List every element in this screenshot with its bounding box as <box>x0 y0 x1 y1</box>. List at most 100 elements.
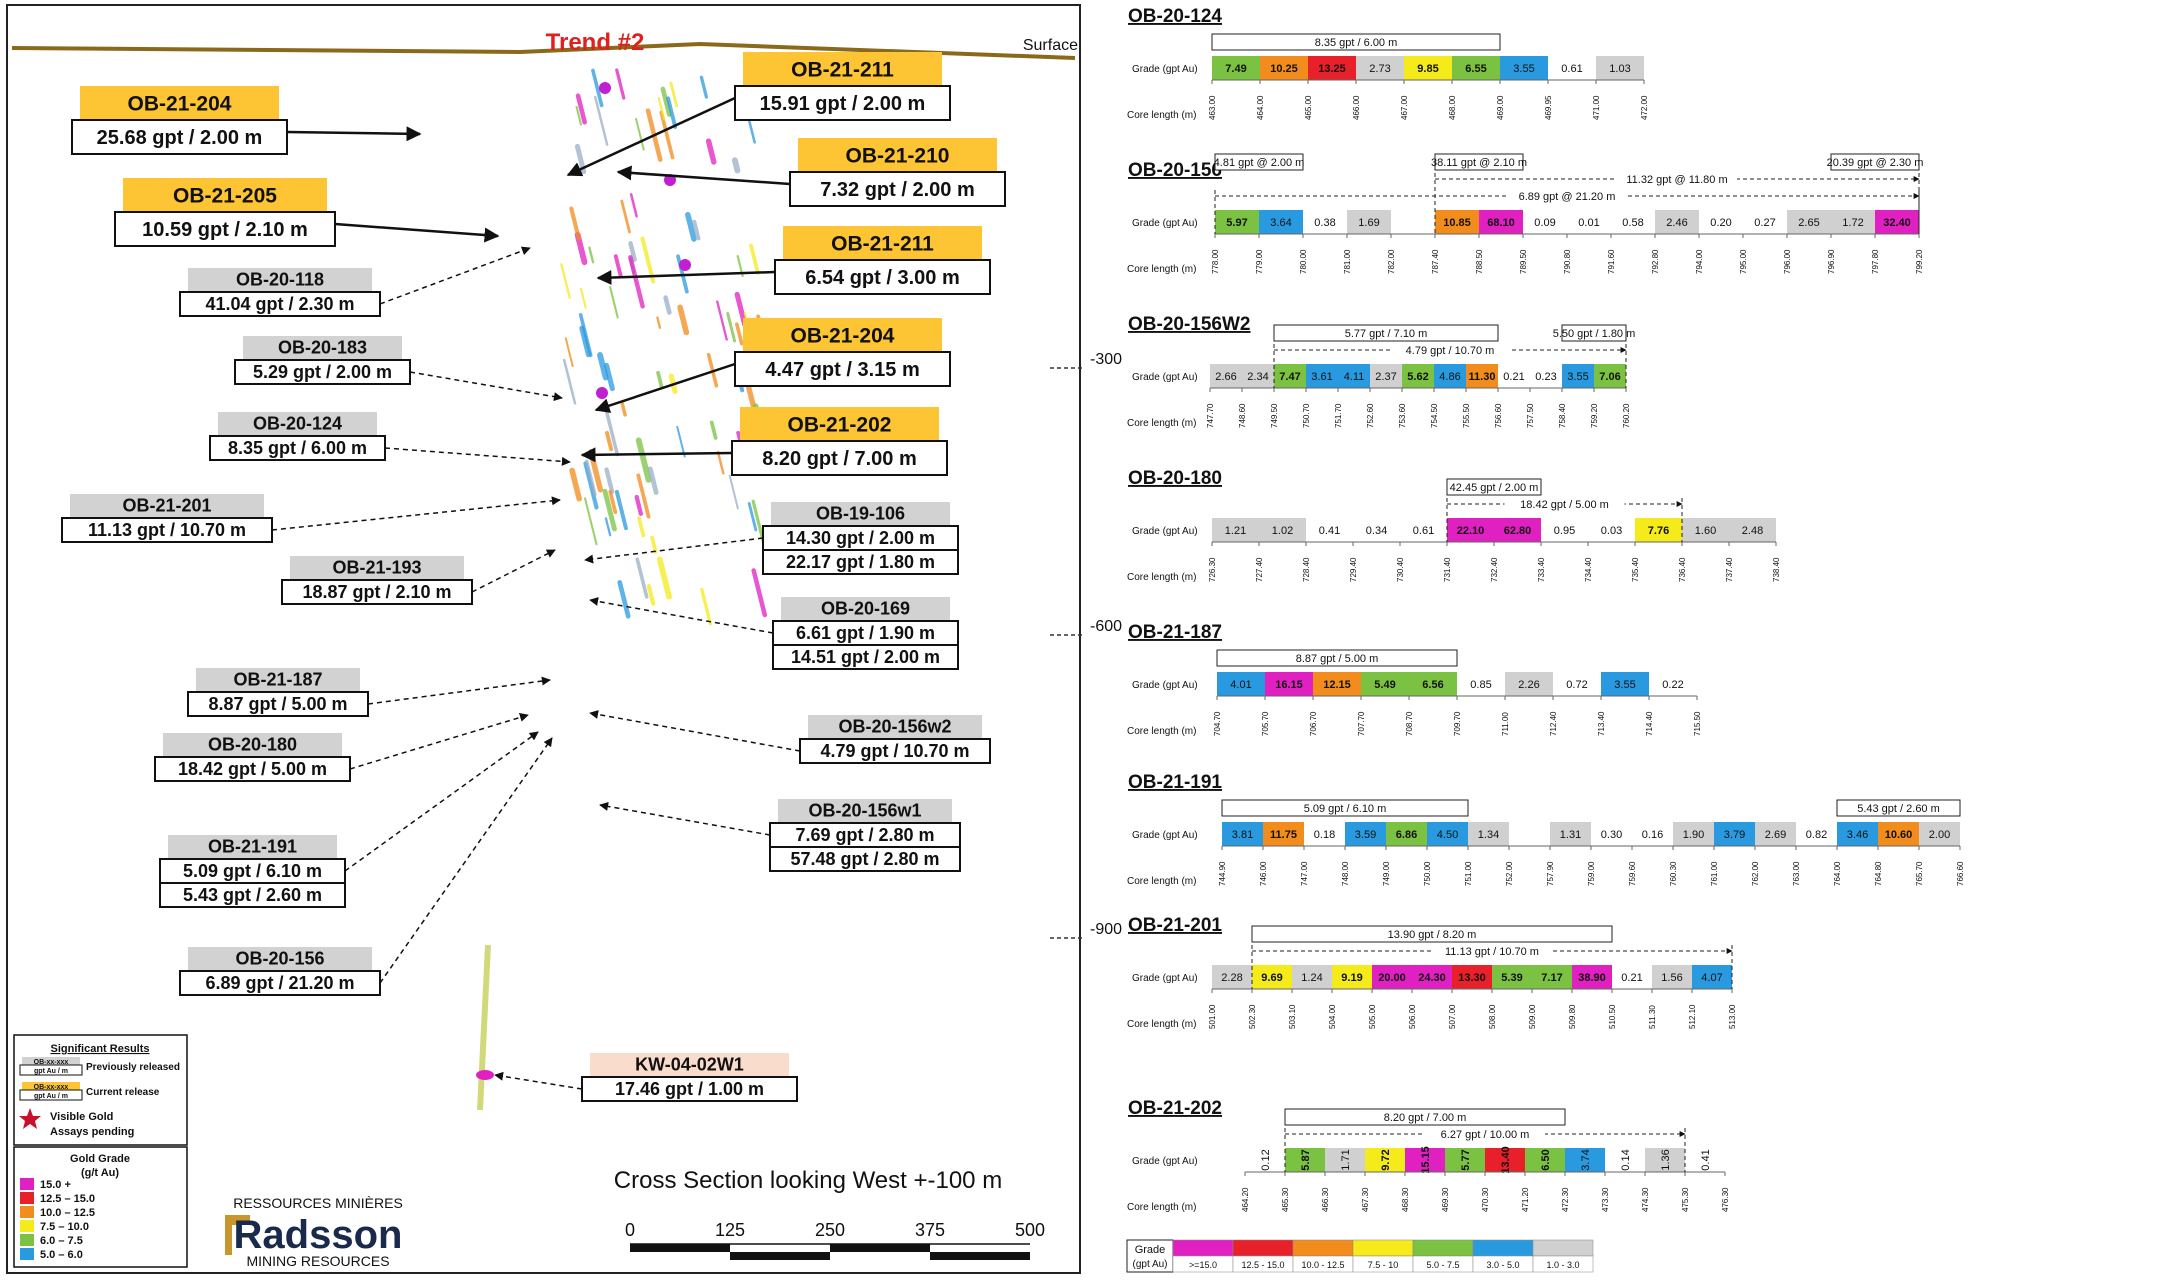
legend-swatch <box>1472 1239 1534 1257</box>
callout-value-box <box>734 351 951 387</box>
grade-value: 16.15 <box>1275 679 1303 691</box>
grade-cell <box>1265 672 1313 696</box>
depth-value: 748.00 <box>1341 861 1350 886</box>
callout-header <box>740 407 939 441</box>
drill-trace <box>620 400 627 417</box>
depth-value: 758.40 <box>1558 403 1567 428</box>
grade-cell <box>1588 518 1635 542</box>
callout-header <box>771 502 950 526</box>
callout-header <box>743 318 942 352</box>
callout-pointer <box>584 537 764 564</box>
callout-header <box>163 733 342 757</box>
grade-value: 2.69 <box>1765 829 1786 841</box>
drill-trace <box>635 437 652 483</box>
legend-bin-label: 1.0 - 3.0 <box>1546 1260 1579 1270</box>
legend-swatch <box>1352 1239 1414 1257</box>
callout-pointer <box>344 731 539 872</box>
grade-cell <box>1292 965 1332 989</box>
grade-cell <box>1565 1148 1605 1172</box>
callout-header <box>743 52 942 86</box>
grade-cell <box>1649 672 1697 696</box>
grade-value: 6.56 <box>1422 679 1443 691</box>
depth-value: 512.10 <box>1688 1004 1697 1029</box>
depth-value: 711.00 <box>1501 712 1510 736</box>
summary-text: 11.32 gpt @ 11.80 m <box>1626 174 1727 186</box>
summary-text: 18.42 gpt / 5.00 m <box>1520 499 1609 511</box>
legend-prev-label: Previously released <box>86 1062 180 1073</box>
grade-value: 1.34 <box>1478 829 1499 841</box>
summary-text: 6.27 gpt / 10.00 m <box>1441 1129 1530 1141</box>
callout-value-box <box>799 738 991 764</box>
grade-value: 1.56 <box>1661 972 1682 984</box>
grade-cell <box>1332 965 1372 989</box>
callout-header <box>243 336 402 360</box>
grade-value: 11.75 <box>1270 829 1297 841</box>
summary-box <box>1836 799 1961 817</box>
callout-value-box <box>61 517 273 543</box>
drill-trace <box>669 81 679 108</box>
callout-value-box <box>159 858 346 884</box>
grade-cell <box>1285 1148 1325 1172</box>
legend-swatch <box>1172 1239 1234 1257</box>
summary-bg <box>1507 189 1627 203</box>
grade-cell <box>1259 210 1303 234</box>
grade-cell <box>1605 1148 1645 1172</box>
grade-cell <box>1252 965 1292 989</box>
hole-name: OB-20-156W2 <box>1128 314 1251 335</box>
grade-cell <box>1347 210 1391 234</box>
hole-id-label: OB-20-183 <box>278 337 367 357</box>
drill-trace <box>709 420 718 440</box>
grade-value: 24.30 <box>1418 972 1446 984</box>
grade-value: 9.72 <box>1380 1149 1392 1170</box>
grade-value: 0.82 <box>1806 829 1827 841</box>
callout-pointer <box>596 270 776 286</box>
grade-cell <box>1212 965 1252 989</box>
depth-value: 503.10 <box>1288 1004 1297 1029</box>
depth-value: 467.30 <box>1361 1187 1370 1212</box>
grade-bin-label: 10.0 – 12.5 <box>40 1207 95 1219</box>
depth-value: 470.30 <box>1481 1187 1490 1212</box>
grade-cell <box>1550 822 1591 846</box>
scale-segment <box>630 1244 730 1252</box>
grade-value: 0.21 <box>1621 972 1642 984</box>
grade-cell <box>1685 1148 1725 1172</box>
legend-bin-label: 7.5 - 10 <box>1368 1260 1399 1270</box>
drill-trace <box>636 473 651 519</box>
grade-cell <box>1409 672 1457 696</box>
drill-trace <box>604 407 620 457</box>
grade-row-label: Grade (gpt Au) <box>1132 372 1198 383</box>
drill-trace <box>588 246 595 264</box>
summary-bg <box>1432 944 1552 958</box>
summary-box <box>1284 1108 1566 1126</box>
depth-value: 781.00 <box>1343 249 1352 274</box>
summary-text: 5.50 gpt / 1.80 m <box>1553 328 1636 340</box>
grade-cell <box>1729 518 1776 542</box>
depth-value: 757.50 <box>1526 403 1535 428</box>
intercept-value: 5.09 gpt / 6.10 m <box>183 861 322 881</box>
grade-value: 7.06 <box>1599 371 1620 383</box>
hole-name: OB-21-191 <box>1128 772 1222 793</box>
grade-value: 0.16 <box>1642 829 1663 841</box>
scale-label: 250 <box>815 1220 845 1240</box>
legend-label-box <box>1126 1239 1174 1273</box>
callout-pointer <box>494 1071 583 1090</box>
depth-value: 735.40 <box>1631 557 1640 582</box>
depth-value: 753.60 <box>1398 403 1407 428</box>
intercept-value: 11.13 gpt / 10.70 m <box>88 520 246 540</box>
grade-cell <box>1466 364 1498 388</box>
grade-value: 12.15 <box>1323 679 1351 691</box>
callout-pointer <box>349 713 529 770</box>
scale-label: 375 <box>915 1220 945 1240</box>
grade-swatch <box>20 1178 34 1190</box>
grade-row-label: Grade (gpt Au) <box>1132 973 1198 984</box>
grade-value: 1.69 <box>1358 217 1379 229</box>
